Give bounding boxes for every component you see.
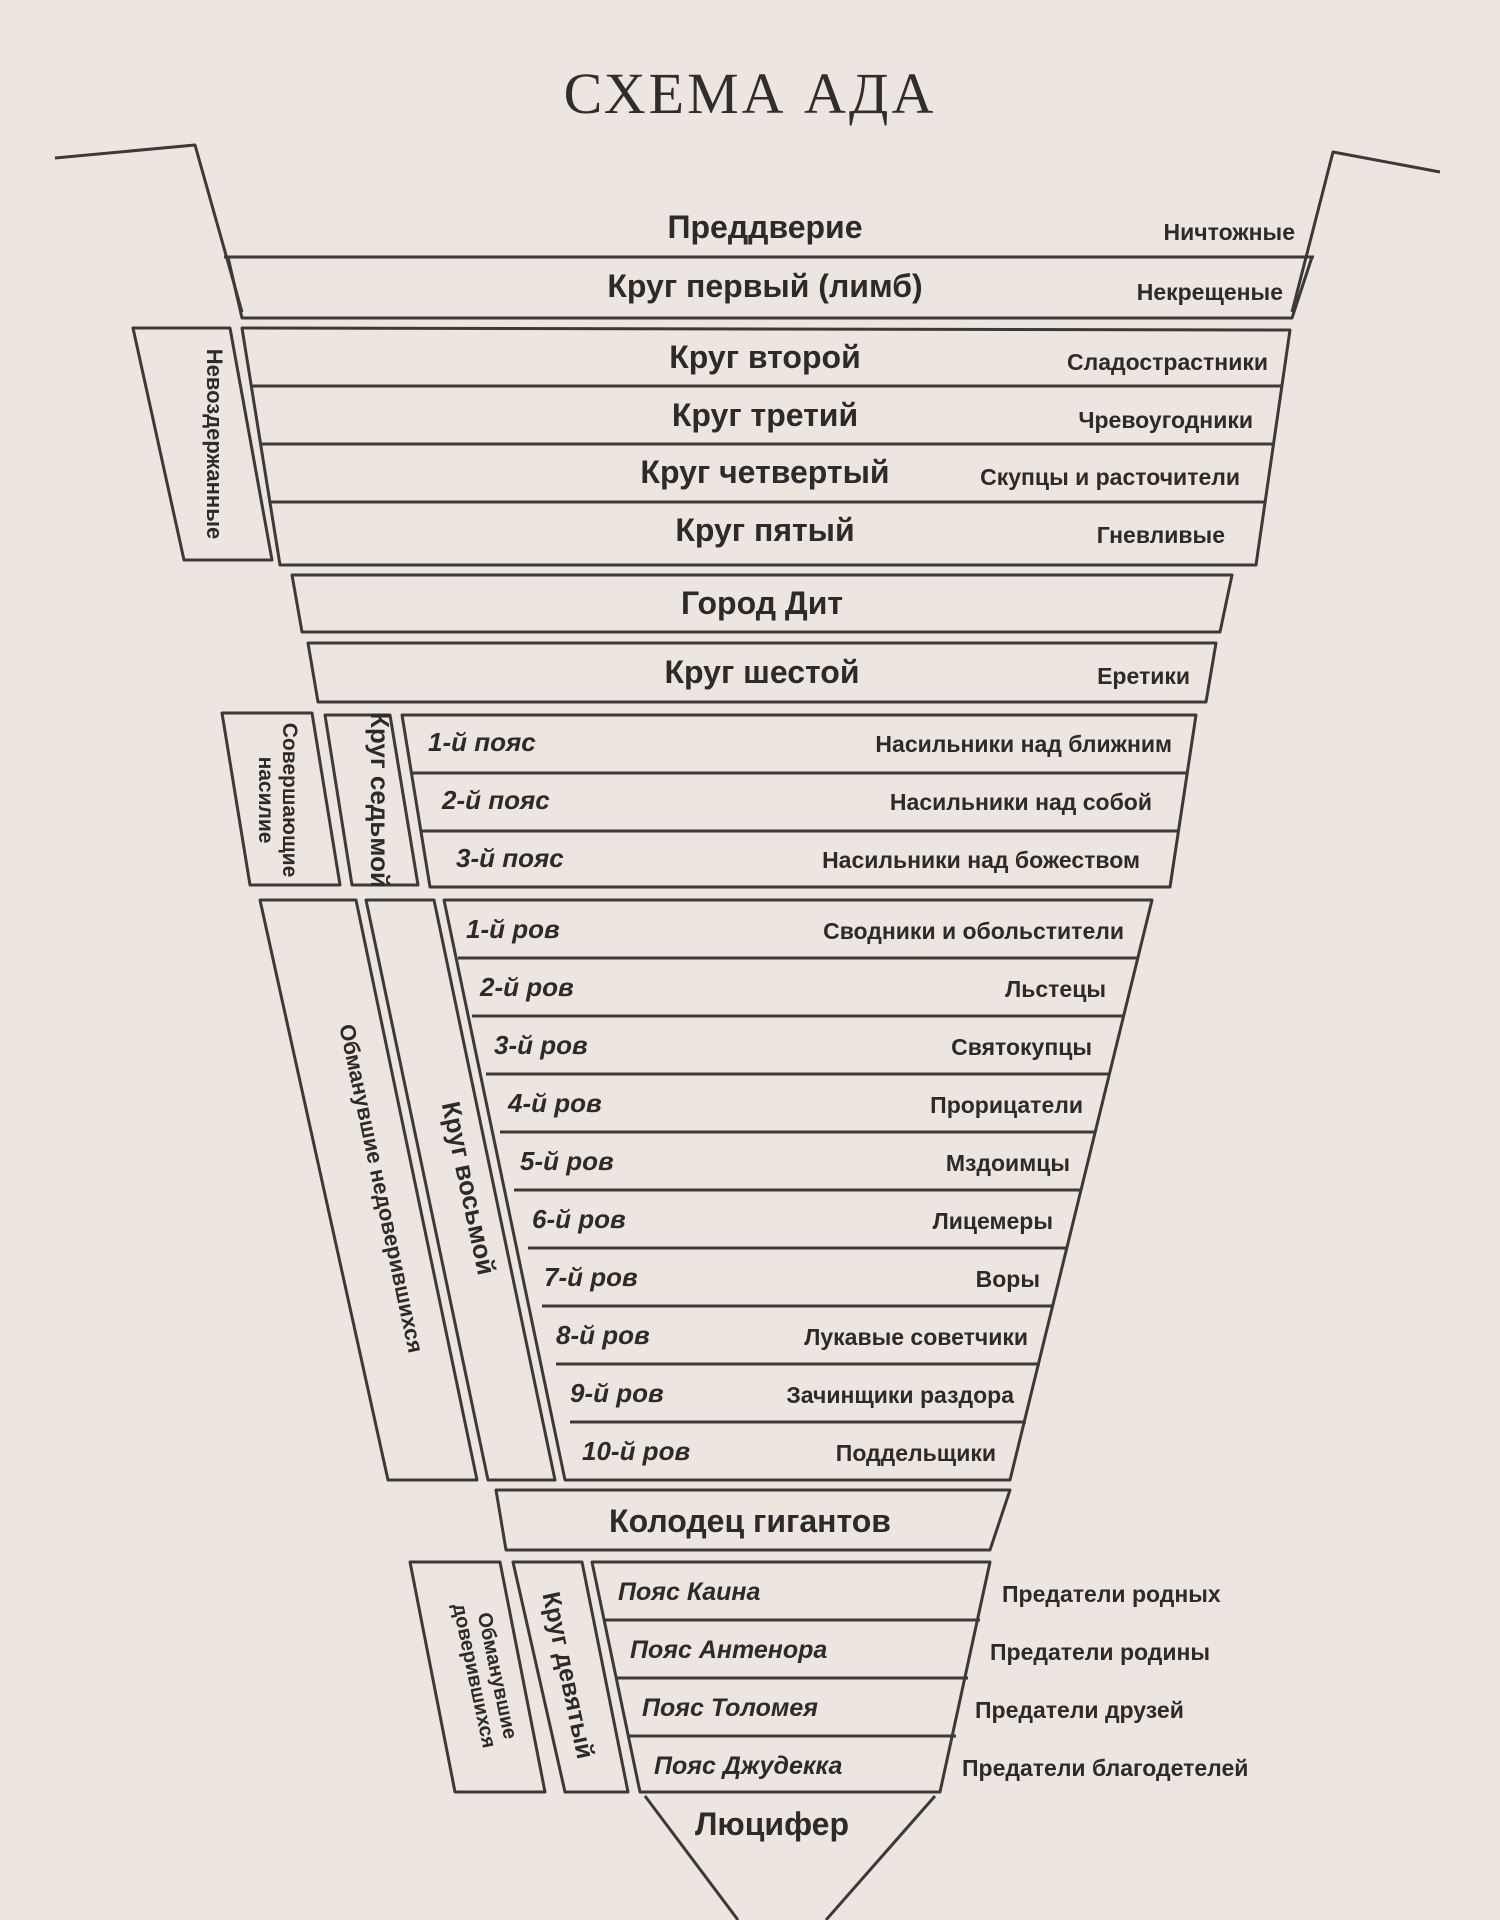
level-label: Пояс Джудекка: [654, 1752, 842, 1780]
level-label: Преддверие: [667, 209, 862, 245]
level-note: Гневливые: [1097, 522, 1225, 548]
level-note: Насильники над собой: [890, 789, 1152, 815]
level-box-circle6: [306, 641, 1218, 704]
group-box-circle8: [364, 898, 557, 1482]
level-note: Зачинщики раздора: [786, 1382, 1014, 1408]
level-label: 2-й пояс: [441, 785, 550, 815]
level-label: Круг четвертый: [640, 454, 889, 490]
level-label: Колодец гигантов: [609, 1503, 891, 1539]
level-label: 3-й ров: [494, 1030, 588, 1060]
level-label: 1-й пояс: [428, 727, 536, 757]
group-box-violent: [220, 711, 342, 887]
level-note: Мздоимцы: [946, 1150, 1070, 1176]
level-label: 7-й ров: [544, 1262, 638, 1292]
level-label: Круг первый (лимб): [607, 268, 922, 304]
pit-right: [824, 1795, 937, 1920]
level-label: Круг шестой: [665, 654, 860, 690]
level-label: 1-й ров: [466, 914, 560, 944]
level-box-circle8: [442, 898, 1154, 1482]
level-box-dis: [290, 573, 1234, 634]
level-note: Чревоугодники: [1078, 407, 1253, 433]
level-label: Город Дит: [681, 585, 843, 621]
rim-right: [1290, 150, 1441, 313]
diagram-title: СХЕМА АДА: [563, 61, 937, 126]
group-box-circle7: [323, 713, 420, 887]
level-label: 2-й ров: [479, 972, 574, 1002]
level-note: Сводники и обольстители: [823, 918, 1124, 944]
level-label: Пояс Антенора: [630, 1636, 827, 1664]
level-note: Скупцы и расточители: [980, 464, 1240, 490]
level-label: 9-й ров: [570, 1378, 664, 1408]
level-label: Круг пятый: [675, 512, 854, 548]
level-note: Некрещеные: [1137, 279, 1283, 305]
level-label: 4-й ров: [507, 1088, 602, 1118]
level-label: 8-й ров: [556, 1320, 650, 1350]
level-label: Круг второй: [669, 339, 860, 375]
group-label: Круг девятый: [536, 1589, 599, 1761]
level-note: Насильники над божеством: [822, 847, 1140, 873]
level-note: Святокупцы: [951, 1034, 1092, 1060]
level-note: Сладострастники: [1067, 349, 1268, 375]
level-note: Предатели родины: [990, 1639, 1210, 1665]
level-note: Льстецы: [1005, 976, 1106, 1002]
group-box-circle9: [511, 1560, 630, 1794]
level-label: Пояс Толомея: [642, 1694, 818, 1722]
level-label: 10-й ров: [582, 1436, 690, 1466]
level-box-incontinence: [240, 326, 1292, 567]
group-box-fraud-trusting: [408, 1560, 547, 1794]
rim-left: [54, 143, 244, 313]
level-note: Еретики: [1097, 663, 1190, 689]
level-box-circle9: [590, 1560, 992, 1794]
level-label: Люцифер: [695, 1806, 849, 1842]
level-note: Лукавые советчики: [804, 1324, 1028, 1350]
group-label: Невоздержанные: [202, 349, 227, 540]
level-label: 5-й ров: [520, 1146, 614, 1176]
pit-left: [643, 1795, 740, 1920]
level-label: 6-й ров: [532, 1204, 626, 1234]
group-label: насилие: [254, 757, 277, 844]
level-label: Пояс Каина: [618, 1578, 760, 1606]
level-note: Насильники над ближним: [875, 731, 1172, 757]
level-label: Круг третий: [672, 397, 858, 433]
level-note: Предатели благодетелей: [962, 1755, 1248, 1781]
level-note: Лицемеры: [933, 1208, 1053, 1234]
level-note: Воры: [976, 1266, 1040, 1292]
level-box-giants: [494, 1488, 1012, 1552]
level-note: Прорицатели: [930, 1092, 1083, 1118]
level-note: Предатели друзей: [975, 1697, 1184, 1723]
group-box-fraud-simple: [258, 898, 479, 1482]
group-box-incontinent: [131, 326, 274, 562]
level-note: Ничтожные: [1164, 219, 1295, 245]
level-label: 3-й пояс: [456, 843, 564, 873]
group-label: Круг седьмой: [365, 712, 395, 888]
group-label: Совершающие: [278, 723, 301, 878]
level-note: Предатели родных: [1002, 1581, 1221, 1607]
level-box-circle7: [400, 713, 1198, 889]
level-note: Поддельщики: [836, 1440, 996, 1466]
